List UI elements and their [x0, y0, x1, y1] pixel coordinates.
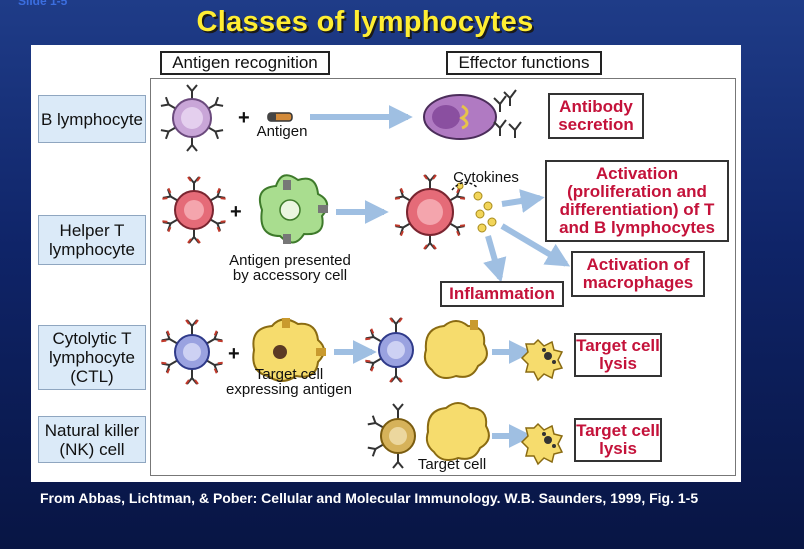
activated-helper-t-icon: [393, 174, 467, 250]
outcome-activation-lymphocytes: Activation (proliferation and differenti…: [545, 160, 729, 242]
arrow-to-activation: [501, 189, 545, 213]
nk-cell-icon: [366, 403, 416, 469]
label-helper-t-lymphocyte: Helper T lymphocyte: [38, 215, 146, 265]
caption-target-expressing: Target cell expressing antigen: [226, 366, 352, 398]
ctl-conjugate-icon: [364, 317, 488, 383]
outcome-inflammation: Inflammation: [440, 281, 564, 307]
b-cell-icon: [159, 84, 225, 152]
accessory-cell-icon: [258, 174, 329, 244]
lysed-cell-icon: [520, 338, 564, 382]
svg-text:+: +: [238, 107, 250, 129]
outcome-ctl-lysis: Target cell lysis: [574, 333, 662, 377]
antibody-icons: [493, 89, 522, 138]
nk-lysed-cell-icon: [520, 422, 564, 466]
outcome-nk-lysis: Target cell lysis: [574, 418, 662, 462]
caption-antigen: Antigen: [256, 123, 308, 140]
antigen-icon: [267, 112, 293, 122]
label-b-lymphocyte: B lymphocyte: [38, 95, 146, 143]
header-effector-functions: Effector functions: [446, 51, 602, 75]
outcome-activation-macrophages: Activation of macrophages: [571, 251, 705, 297]
slide-number: Slide 1-5: [18, 0, 68, 8]
cytokine-dots: [456, 182, 497, 233]
plasma-cell-icon: [423, 94, 497, 140]
header-antigen-recognition: Antigen recognition: [160, 51, 330, 75]
ctl-cell-icon: [160, 319, 224, 385]
citation: From Abbas, Lichtman, & Pober: Cellular …: [40, 490, 699, 506]
label-cytolytic-t-lymphocyte: Cytolytic T lymphocyte (CTL): [38, 325, 146, 390]
target-cell-antigen-icon: [252, 318, 326, 382]
caption-cytokines: Cytokines: [453, 169, 519, 186]
svg-text:+: +: [228, 343, 240, 365]
effector-frame: [150, 78, 736, 476]
caption-antigen-presented: Antigen presented by accessory cell: [229, 252, 351, 284]
nk-target-cell-icon: [425, 402, 490, 461]
arrow-to-inflammation: [483, 235, 507, 283]
slide-title: Classes of lymphocytes: [196, 6, 534, 38]
label-nk-cell: Natural killer (NK) cell: [38, 416, 146, 463]
svg-text:+: +: [230, 201, 242, 223]
outcome-antibody-secretion: Antibody secretion: [548, 93, 644, 139]
helper-t-cell-icon: [161, 176, 227, 244]
arrow-to-macrophages: [500, 223, 571, 267]
caption-target-cell: Target cell: [417, 456, 487, 473]
